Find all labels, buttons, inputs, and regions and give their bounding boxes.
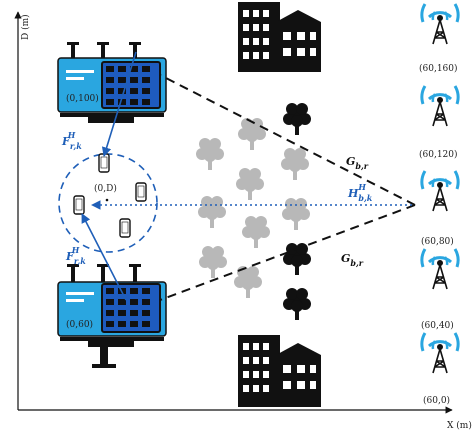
tree-icon [283, 243, 311, 275]
antenna-icon [420, 247, 460, 291]
antenna-icon [420, 169, 460, 213]
tree-icon [196, 138, 224, 170]
ris-coordinate-label: (0,100) [66, 93, 99, 104]
tree-icon [199, 246, 227, 278]
link-g-lower [159, 204, 416, 301]
tree-icon [236, 168, 264, 200]
antenna-icon [420, 2, 460, 46]
bs-label: (60,160) [419, 63, 458, 74]
label-g-lower: Gb,r [341, 252, 364, 268]
bs-label: (60,120) [419, 149, 458, 160]
tree-icon [242, 216, 270, 248]
tree-icon [283, 103, 311, 135]
link-f-lower [81, 213, 127, 301]
phone-icon [135, 182, 147, 202]
tree-icon [281, 148, 309, 180]
cluster-center-label: (0,D) [94, 183, 117, 194]
antenna-icon [420, 331, 460, 375]
tree-icon [282, 198, 310, 230]
channel-labels: Fr,kH Fr,kH Gb,r Gb,r Hb,kH [61, 130, 373, 268]
trees [196, 103, 311, 320]
ris-element-grid [101, 283, 161, 333]
ris-lower: (0,60) [57, 264, 167, 368]
channel-links [81, 51, 416, 301]
label-f-lower: Fr,kH [65, 245, 86, 266]
bs-label: (60,80) [421, 236, 454, 247]
link-f-upper [101, 51, 137, 157]
tree-icon [198, 196, 226, 228]
phone-icon [119, 218, 131, 238]
building-top [238, 2, 321, 72]
phone-icon [73, 195, 85, 215]
bs-label: (60,0) [423, 395, 450, 406]
label-f-upper: Fr,kH [61, 130, 82, 151]
tree-icon [283, 288, 311, 320]
antenna-icon [420, 84, 460, 128]
user-cluster: (0,D) [58, 153, 158, 253]
axes: D (m) X (m) [14, 11, 472, 431]
phone-icon [98, 153, 110, 173]
base-stations: (60,160) (60,120) (60,80) (60,40) (60,0) [419, 2, 460, 406]
ris-coordinate-label: (0,60) [66, 319, 93, 330]
link-g-upper [159, 74, 416, 206]
label-g-upper: Gb,r [346, 155, 369, 171]
label-h-direct: Hb,kH [347, 182, 373, 203]
y-axis-label: D (m) [20, 14, 31, 40]
building-bottom [238, 335, 321, 407]
x-axis-label: X (m) [447, 420, 472, 431]
bs-label: (60,40) [421, 320, 454, 331]
ris-element-grid [101, 61, 161, 109]
ris-upper: (0,100) [57, 42, 167, 123]
